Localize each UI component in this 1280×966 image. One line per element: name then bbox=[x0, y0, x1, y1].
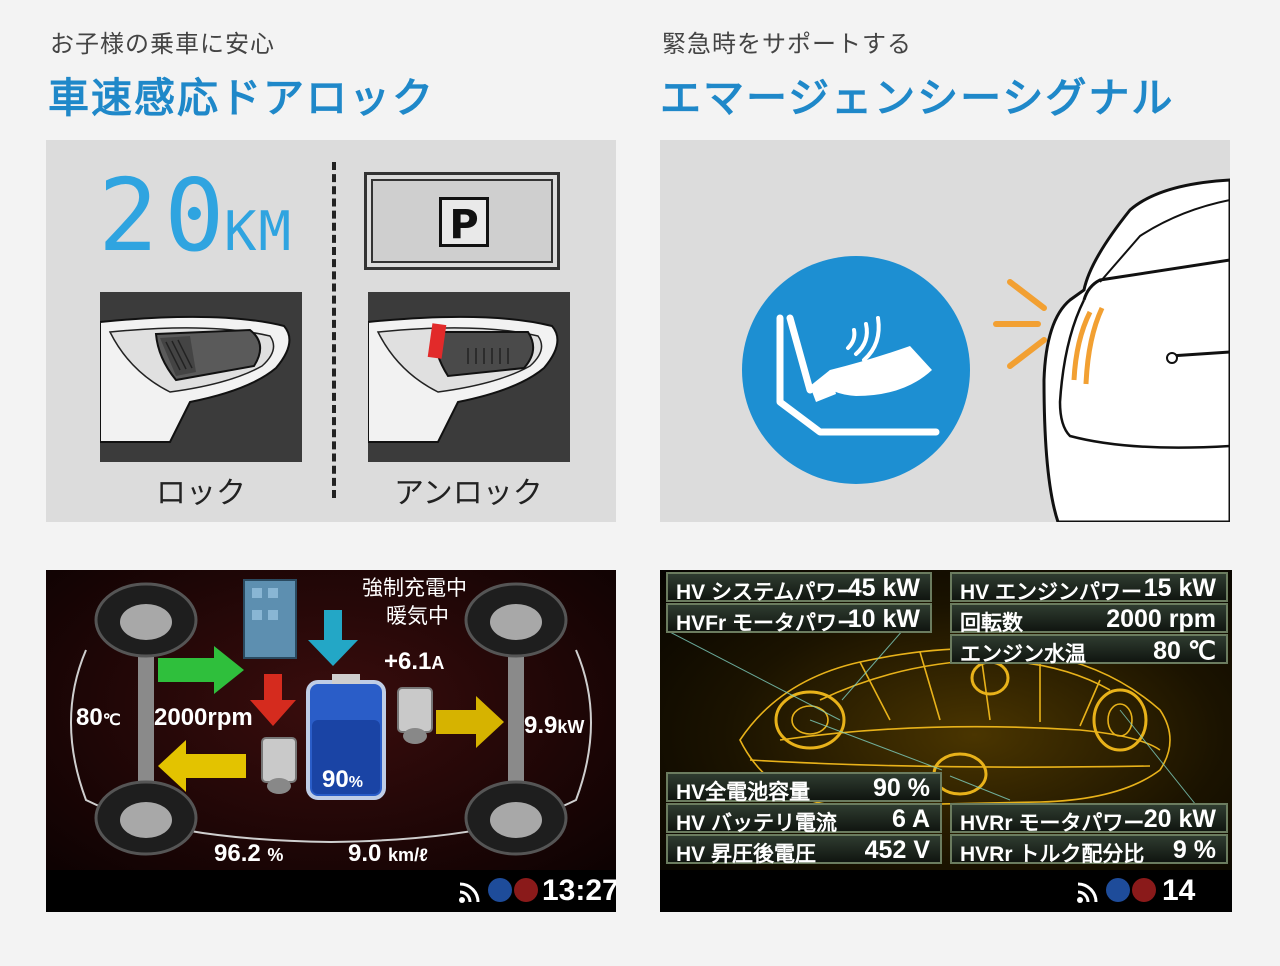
foot-icon bbox=[822, 346, 932, 396]
emergency-panel bbox=[660, 140, 1230, 522]
lock-switch-illustration bbox=[100, 292, 302, 462]
current-readout: +6.1 bbox=[384, 648, 432, 675]
speed-readout: 20 bbox=[98, 157, 231, 274]
temp-unit: ℃ bbox=[102, 712, 121, 729]
phone-icon bbox=[514, 878, 538, 902]
park-indicator: P bbox=[364, 172, 560, 270]
motor-icon bbox=[261, 687, 433, 794]
emergency-title: エマージェンシーシグナル bbox=[660, 74, 1175, 122]
green-arrow-icon bbox=[158, 646, 244, 694]
efficiency-unit: % bbox=[267, 845, 284, 865]
door-lock-subtitle: お子様の乗車に安心 bbox=[50, 30, 275, 58]
cyan-arrow-icon bbox=[308, 610, 358, 666]
current-unit: A bbox=[431, 653, 445, 673]
signal-icon bbox=[1106, 878, 1130, 902]
gear-p-icon: P bbox=[439, 197, 489, 248]
signal-icon bbox=[488, 878, 512, 902]
wheel-icon bbox=[94, 582, 568, 856]
status-bar: 13:27 bbox=[46, 870, 616, 912]
door-lock-panel: 20 KM P ロック アンロック bbox=[46, 140, 616, 522]
signal-ray-icon bbox=[1007, 279, 1047, 311]
yellow-arrow-left-icon bbox=[158, 740, 246, 792]
fuel-unit: km/ℓ bbox=[388, 845, 428, 865]
unlock-label: アンロック bbox=[394, 476, 543, 511]
door-lock-title: 車速感応ドアロック bbox=[48, 74, 435, 122]
red-arrow-icon bbox=[250, 674, 296, 726]
clock: 13:27 bbox=[542, 874, 616, 907]
unlock-switch-illustration bbox=[368, 292, 570, 462]
phone-icon bbox=[1132, 878, 1156, 902]
power-unit: kW bbox=[557, 717, 585, 737]
battery-pct-unit: % bbox=[348, 774, 363, 791]
status-line-2: 暖気中 bbox=[386, 605, 449, 628]
efficiency-readout: 96.2 bbox=[214, 840, 261, 867]
battery-pct: 90 bbox=[322, 766, 349, 793]
yellow-arrow-right-icon bbox=[436, 696, 504, 748]
power-readout: 9.9 bbox=[524, 712, 558, 739]
emergency-subtitle: 緊急時をサポートする bbox=[662, 30, 912, 58]
status-line-1: 強制充電中 bbox=[362, 577, 467, 600]
wifi-icon bbox=[1077, 882, 1098, 903]
wireframe-car-icon bbox=[665, 621, 1201, 811]
speed-unit: KM bbox=[224, 200, 294, 263]
fuel-readout: 9.0 bbox=[348, 840, 382, 867]
clock: 14 00 bbox=[1162, 874, 1196, 912]
car-front-icon bbox=[1042, 178, 1230, 522]
temp-readout: 80 bbox=[76, 704, 103, 731]
energy-monitor-screen: 強制充電中 暖気中 +6.1A 80℃ 2000rpm 9.9kW 90% 96… bbox=[46, 570, 616, 912]
status-bar: 14 00 bbox=[660, 870, 1232, 912]
rpm-readout: 2000rpm bbox=[154, 704, 253, 731]
lock-label: ロック bbox=[156, 476, 246, 511]
divider bbox=[332, 162, 336, 498]
wifi-icon bbox=[459, 882, 480, 903]
